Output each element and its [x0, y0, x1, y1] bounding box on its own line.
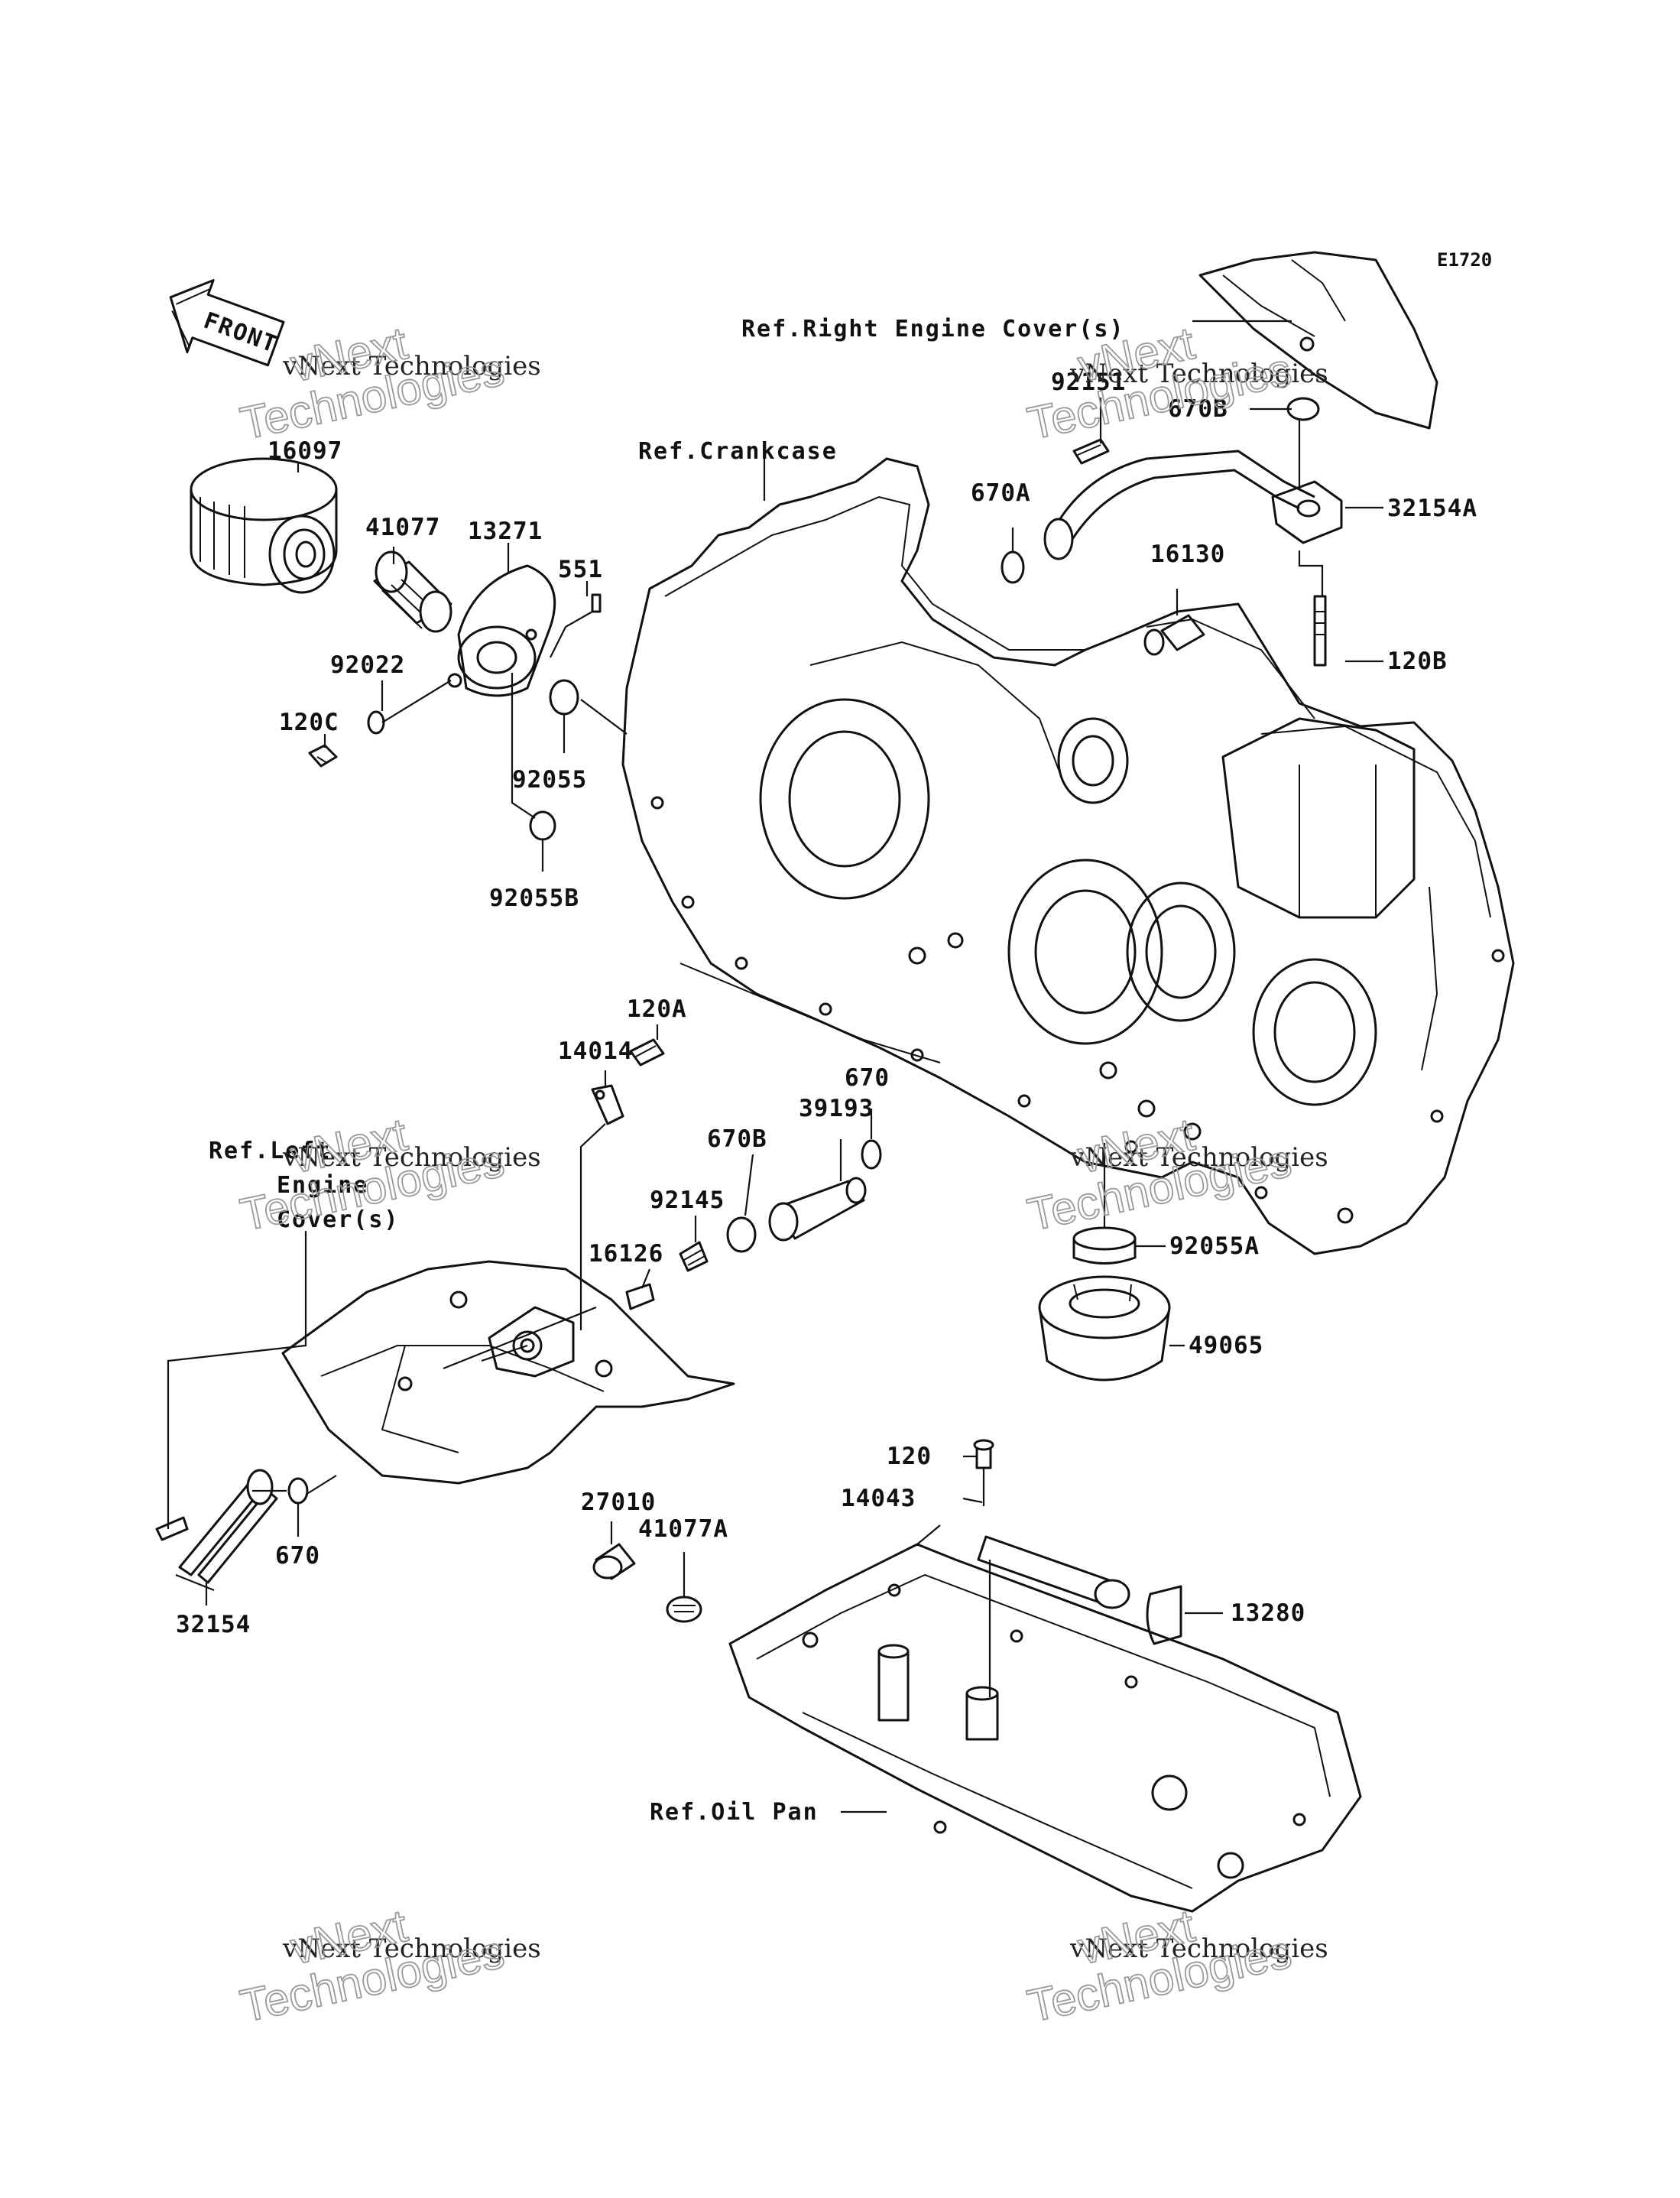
part-label-16130: 16130: [1150, 541, 1225, 568]
part-label-92055b: 92055B: [489, 885, 579, 912]
part-label-14043: 14043: [841, 1485, 916, 1512]
oil-filter: [190, 457, 338, 594]
part-label-14014: 14014: [558, 1037, 633, 1065]
part-label-32154a: 32154A: [1387, 495, 1477, 522]
spacer-14014: [591, 1084, 624, 1125]
part-label-120a: 120A: [627, 995, 687, 1023]
fitting-16130: [1143, 614, 1205, 656]
oring-670: [861, 1139, 882, 1170]
part-label-670a: 670A: [971, 479, 1031, 507]
crankcase: [621, 457, 1515, 1255]
part-label-39193: 39193: [799, 1095, 874, 1122]
part-label-120c: 120C: [279, 709, 339, 736]
watermark-top-left: vNext Technologies vNext Technologies: [235, 317, 541, 450]
oring-92055b: [529, 810, 556, 841]
part-label-27010: 27010: [581, 1489, 656, 1516]
oil-pipe-32154: [155, 1469, 278, 1584]
watermark-mid-right: vNext Technologies vNext Technologies: [1023, 1108, 1328, 1242]
ref-left-engine-cover-line3: Cover(s): [277, 1206, 400, 1233]
plug-41077a: [666, 1596, 702, 1623]
part-label-92151: 92151: [1051, 368, 1126, 396]
part-label-92145: 92145: [650, 1187, 725, 1214]
ref-oil-pan: Ref.Oil Pan: [650, 1799, 819, 1826]
ref-left-engine-cover-line2: Engine: [277, 1172, 368, 1199]
oring-670a: [1001, 550, 1025, 584]
part-label-32154: 32154: [176, 1611, 251, 1638]
part-label-92055a: 92055A: [1169, 1232, 1260, 1260]
bolt-120a: [629, 1038, 665, 1067]
part-label-670: 670: [845, 1064, 890, 1092]
washer-92022: [367, 710, 385, 735]
svg-text:vNext Technologies: vNext Technologies: [1069, 1933, 1328, 1964]
bolt-120: [973, 1439, 994, 1469]
bolt-120b: [1313, 595, 1327, 667]
front-arrow-icon: FRONT: [169, 279, 285, 367]
svg-text:vNext Technologies: vNext Technologies: [282, 351, 541, 381]
part-label-670b-top: 670B: [1168, 395, 1228, 423]
oil-switch-27010: [592, 1543, 636, 1580]
part-label-92022: 92022: [330, 651, 405, 679]
part-label-551: 551: [558, 556, 603, 583]
bolt-120c: [308, 744, 338, 768]
oil-pipe-32154a: [1043, 450, 1343, 560]
right-engine-cover: [1198, 251, 1438, 430]
leader-lines: [167, 320, 1383, 1813]
oring-670b-top: [1286, 397, 1320, 421]
ref-left-engine-cover-line1: Ref.Left: [209, 1138, 332, 1164]
svg-text:vNext Technologies: vNext Technologies: [1069, 359, 1328, 389]
plug-16126: [625, 1283, 655, 1310]
part-label-13271: 13271: [468, 518, 543, 545]
part-label-670-left: 670: [275, 1542, 320, 1570]
oil-pipe: [373, 550, 452, 633]
diagram-code: E1720: [1437, 249, 1492, 271]
part-label-92055: 92055: [512, 766, 587, 794]
oring-92055: [549, 679, 579, 716]
oring-92055a: [1072, 1226, 1137, 1265]
part-label-49065: 49065: [1189, 1332, 1263, 1359]
part-label-120: 120: [887, 1443, 932, 1470]
svg-text:vNext Technologies: vNext Technologies: [282, 1933, 541, 1964]
ref-right-engine-cover: Ref.Right Engine Cover(s): [741, 316, 1125, 343]
part-label-13280: 13280: [1231, 1599, 1305, 1627]
oil-pump-body: [488, 1306, 575, 1378]
svg-text:vNext Technologies: vNext Technologies: [1069, 1142, 1328, 1173]
part-label-16126: 16126: [589, 1240, 663, 1268]
watermark-bottom-right: vNext Technologies vNext Technologies: [1023, 1899, 1328, 2033]
front-label: FRONT: [200, 307, 281, 359]
part-label-41077: 41077: [365, 514, 440, 541]
part-label-120b: 120B: [1387, 648, 1448, 675]
part-label-41077a: 41077A: [638, 1515, 728, 1543]
oil-strainer-49065: [1038, 1275, 1171, 1381]
spring-92145: [679, 1241, 709, 1272]
watermark-bottom-left: vNext Technologies vNext Technologies: [235, 1899, 541, 2033]
relief-valve-39193: [768, 1177, 867, 1242]
filter-cover: [447, 564, 602, 697]
part-label-670b: 670B: [707, 1125, 767, 1153]
oring-670-left: [287, 1477, 309, 1505]
pipe-14043: [977, 1535, 1130, 1609]
oil-pan: [728, 1543, 1362, 1913]
gasket-13280: [1146, 1585, 1182, 1645]
svg-text:vNext Technologies: vNext Technologies: [282, 1142, 541, 1173]
part-label-16097: 16097: [268, 437, 342, 465]
oring-670b: [726, 1216, 757, 1253]
bolt-92151: [1072, 438, 1110, 465]
left-engine-cover: [281, 1260, 735, 1485]
ref-crankcase: Ref.Crankcase: [638, 438, 838, 465]
